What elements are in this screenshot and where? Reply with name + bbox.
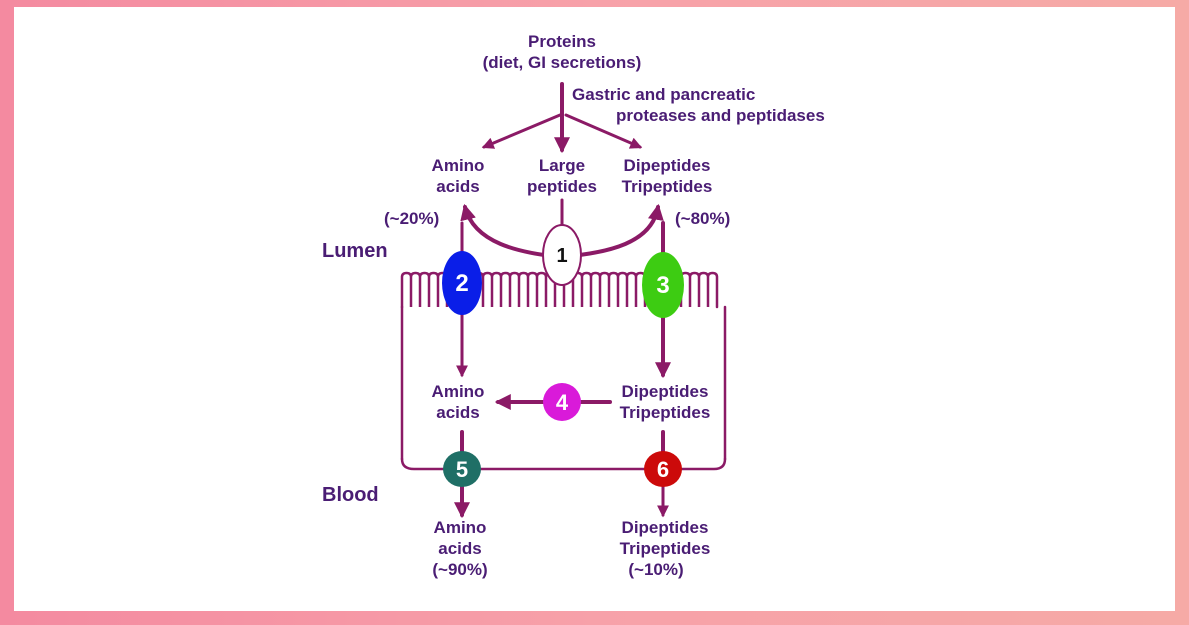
lumen-amino-line-2: acids	[436, 177, 480, 196]
lumen-dipeptides-label: Dipeptides Tripeptides	[607, 155, 727, 197]
transporter-2-label: 2	[455, 270, 468, 297]
lumen-amino-line-1: Amino	[431, 156, 485, 175]
blood-dipeptides-label: Dipeptides Tripeptides (~10%)	[605, 517, 725, 580]
lumen-dipeptides-line: Dipeptides	[623, 156, 711, 175]
amino-20-percent: (~20%)	[384, 209, 440, 228]
cell-tripeptides-line: Tripeptides	[619, 403, 711, 422]
protein-digestion-diagram: 1 2 3 4 5 6	[400, 82, 727, 519]
arrow-proteins-to-amino-acids	[481, 113, 562, 149]
blood-dipeptides-line: Dipeptides	[621, 518, 709, 537]
blood-amino-line-2: acids	[438, 539, 482, 558]
blood-tripeptides-line: Tripeptides	[619, 539, 711, 558]
large-peptides-line-2: peptides	[527, 177, 597, 196]
transporter-4-label: 4	[556, 390, 569, 415]
cell-amino-line-2: acids	[436, 403, 480, 422]
transporter-5-label: 5	[456, 457, 468, 482]
large-peptides-line-1: Large	[538, 156, 586, 175]
enzymes-line-2: proteases and peptidases	[616, 106, 825, 125]
transporter-2	[442, 251, 482, 315]
blood-region-label: Blood	[322, 484, 379, 506]
transporter-5	[443, 451, 481, 487]
enzymes-line-1: Gastric and pancreatic	[572, 85, 756, 104]
cell-dipeptides-label: Dipeptides Tripeptides	[605, 381, 725, 423]
enzymes-label: Gastric and pancreatic proteases and pep…	[572, 84, 825, 126]
cell-amino-line-1: Amino	[431, 382, 485, 401]
cell-dipeptides-line: Dipeptides	[621, 382, 709, 401]
blood-amino-line-1: Amino	[433, 518, 487, 537]
transporter-4	[543, 383, 581, 421]
lumen-amino-acids-label: Amino acids	[408, 155, 508, 197]
blood-peptide-percent: (~10%)	[628, 560, 684, 579]
diagram-frame: 1 2 3 4 5 6 Proteins (diet, GI secretion…	[14, 7, 1175, 611]
transporter-1-label: 1	[556, 245, 567, 267]
proteins-label: Proteins (diet, GI secretions)	[445, 31, 679, 73]
blood-amino-percent: (~90%)	[432, 560, 488, 579]
lumen-region-label: Lumen	[322, 240, 388, 262]
transporter-6	[644, 451, 682, 487]
lumen-tripeptides-line: Tripeptides	[621, 177, 713, 196]
basolateral-membrane	[400, 457, 727, 471]
peptide-80-percent: (~80%)	[675, 209, 731, 228]
transporter-1	[542, 224, 582, 286]
transporter-3-label: 3	[656, 272, 669, 299]
blood-amino-acids-label: Amino acids (~90%)	[410, 517, 510, 580]
transporter-6-label: 6	[657, 457, 669, 482]
arrow-proteins-to-dipeptides	[564, 113, 643, 149]
cell-amino-acids-label: Amino acids	[408, 381, 508, 423]
large-peptides-label: Large peptides	[512, 155, 612, 197]
transporter-3	[642, 252, 684, 318]
proteins-title: Proteins	[527, 32, 597, 51]
proteins-source: (diet, GI secretions)	[482, 53, 642, 72]
